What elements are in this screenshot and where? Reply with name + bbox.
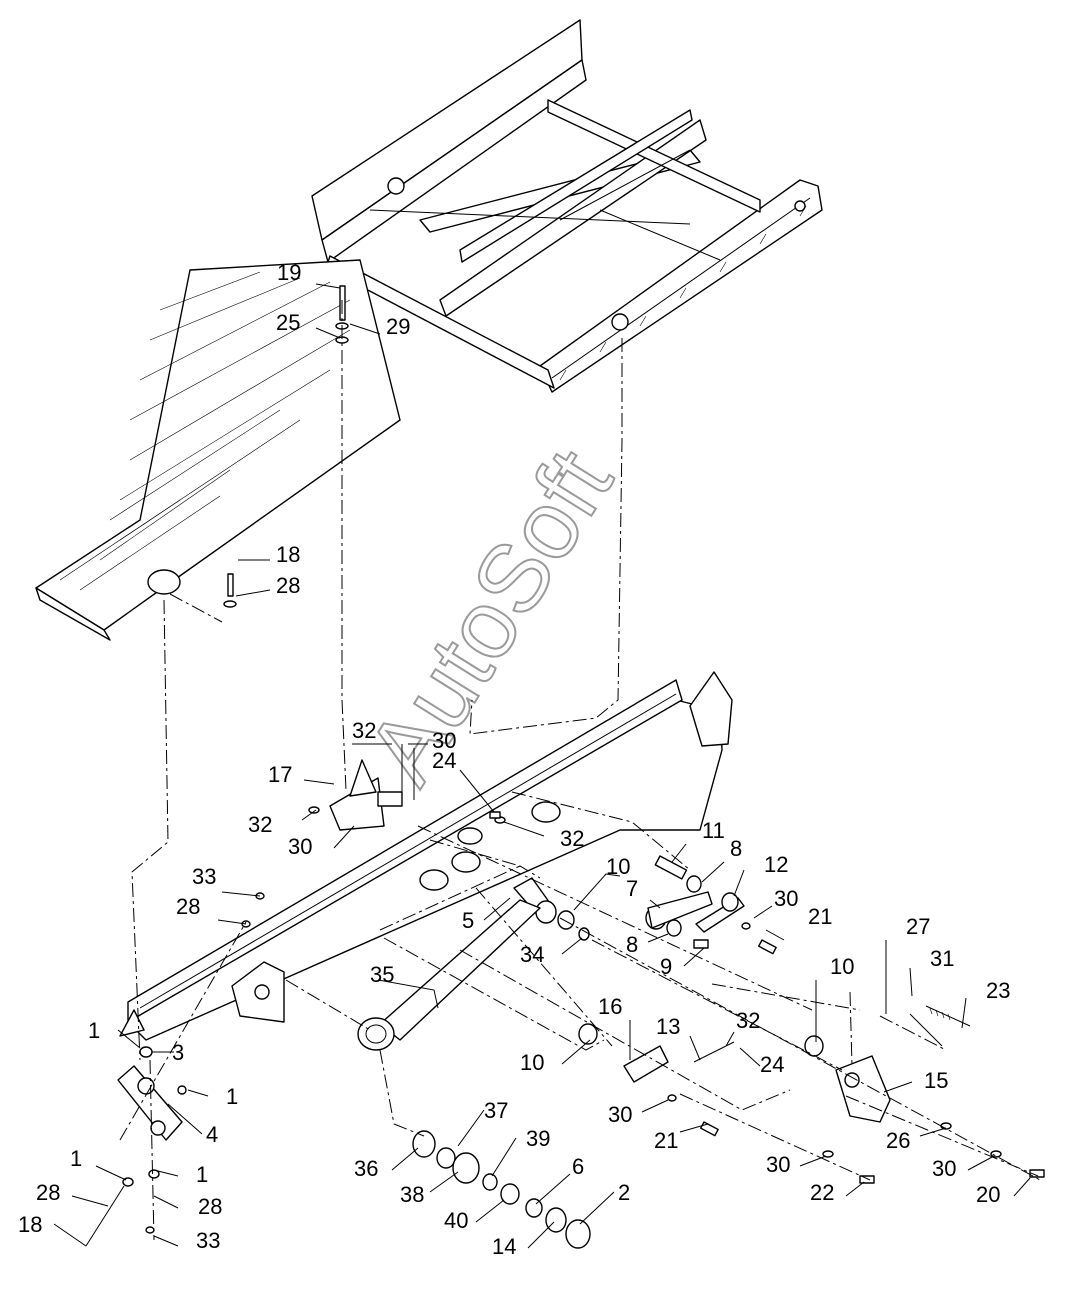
callout-1: 1	[88, 1018, 100, 1043]
callout-39: 39	[526, 1126, 550, 1151]
drag-link-35	[357, 899, 541, 1051]
callout-15: 15	[924, 1068, 948, 1093]
callout-8: 8	[730, 836, 742, 861]
callout-33: 33	[192, 864, 216, 889]
callout-30: 30	[608, 1102, 632, 1127]
callout-32: 32	[248, 812, 272, 837]
callouts: 19 25 29 18 28 32 30 17 24 32 30 32 11 8…	[18, 260, 1010, 1259]
callout-28: 28	[276, 573, 300, 598]
callout-35: 35	[370, 962, 394, 987]
assembly-lines	[119, 300, 1041, 1241]
pivot-bracket-17	[329, 759, 403, 831]
callout-17: 17	[268, 762, 292, 787]
leader-lines	[53, 283, 1031, 1249]
callout-36: 36	[354, 1156, 378, 1181]
callout-10: 10	[830, 954, 854, 979]
callout-16: 16	[598, 994, 622, 1019]
callout-11: 11	[702, 818, 725, 843]
callout-10: 10	[606, 854, 630, 879]
callout-30: 30	[766, 1152, 790, 1177]
callout-21: 21	[808, 904, 832, 929]
callout-25: 25	[276, 310, 300, 335]
callout-37: 37	[484, 1098, 508, 1123]
callout-30: 30	[774, 886, 798, 911]
callout-9: 9	[660, 954, 672, 979]
callout-30: 30	[288, 834, 312, 859]
rear-frame-assembly	[311, 19, 823, 393]
main-beam	[119, 671, 733, 1041]
callout-32: 32	[736, 1008, 760, 1033]
callout-20: 20	[976, 1182, 1000, 1207]
callout-14: 14	[492, 1234, 516, 1259]
callout-24: 24	[760, 1052, 784, 1077]
front-lift-arm	[117, 1046, 187, 1187]
callout-1: 1	[70, 1146, 82, 1171]
callout-30: 30	[932, 1156, 956, 1181]
callout-33: 33	[196, 1228, 220, 1253]
callout-7: 7	[626, 876, 638, 901]
callout-18: 18	[276, 542, 300, 567]
callout-4: 4	[206, 1122, 218, 1147]
linkage-parts	[513, 855, 1045, 1184]
callout-8: 8	[626, 932, 638, 957]
callout-6: 6	[572, 1154, 584, 1179]
callout-29: 29	[386, 314, 410, 339]
callout-2: 2	[618, 1180, 630, 1205]
callout-32: 32	[352, 718, 376, 743]
callout-27: 27	[906, 914, 930, 939]
callout-13: 13	[656, 1014, 680, 1039]
callout-5: 5	[462, 908, 474, 933]
callout-3: 3	[172, 1040, 184, 1065]
hub-stack	[412, 1130, 591, 1249]
callout-31: 31	[930, 946, 954, 971]
callout-1: 1	[226, 1084, 238, 1109]
callout-21: 21	[654, 1128, 678, 1153]
callout-38: 38	[400, 1182, 424, 1207]
callout-24: 24	[432, 748, 456, 773]
callout-40: 40	[444, 1208, 468, 1233]
callout-10: 10	[520, 1050, 544, 1075]
callout-34: 34	[520, 942, 544, 967]
callout-30: 30	[432, 728, 456, 753]
callout-26: 26	[886, 1128, 910, 1153]
callout-32: 32	[560, 826, 584, 851]
feeder-conveyor	[35, 259, 401, 641]
callout-18: 18	[18, 1212, 42, 1237]
callout-28: 28	[198, 1194, 222, 1219]
callout-12: 12	[764, 852, 788, 877]
callout-19: 19	[277, 260, 301, 285]
callout-1: 1	[196, 1162, 208, 1187]
callout-23: 23	[986, 978, 1010, 1003]
callout-28: 28	[176, 894, 200, 919]
callout-22: 22	[810, 1180, 834, 1205]
callout-28: 28	[36, 1180, 60, 1205]
